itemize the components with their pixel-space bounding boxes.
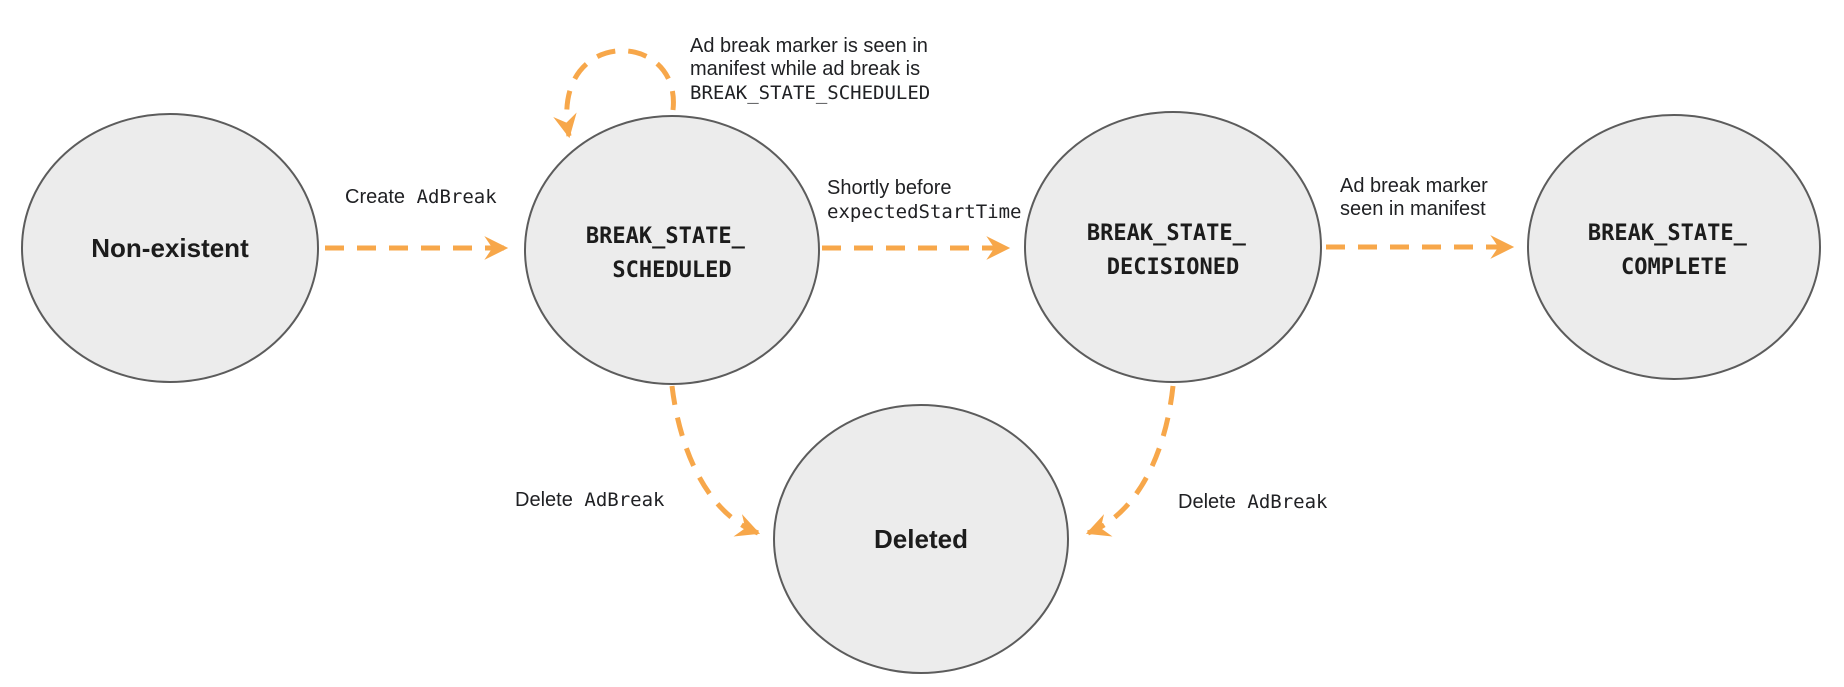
transition-complete-label-line1: Ad break marker [1340,175,1488,197]
state-label-complete: BREAK_STATE_ COMPLETE [1588,221,1760,280]
state-label-complete-line1: BREAK_STATE_ [1588,221,1748,246]
transition-delete-decisioned-label-text: Delete [1178,491,1236,513]
state-node-deleted [773,404,1069,674]
transition-delete-scheduled-label-text: Delete [515,489,573,511]
transition-delete-scheduled-label-code: AdBreak [584,489,665,511]
state-label-decisioned-line2: DECISIONED [1107,255,1239,280]
transition-complete-label-line2: seen in manifest [1340,198,1486,220]
state-label-non-existent: Non-existent [91,233,249,263]
transition-self-loop-label-line1: Ad break marker is seen in [690,35,928,57]
transition-delete-decisioned-label-code: AdBreak [1247,491,1328,513]
transition-decision-label-text: Shortly before [827,177,952,199]
state-label-deleted: Deleted [874,524,968,554]
transition-complete-label: Ad break marker seen in manifest [1340,175,1493,220]
state-label-decisioned: BREAK_STATE_ DECISIONED [1087,221,1259,280]
transition-decision-label-code: expectedStartTime [827,201,1021,223]
state-label-scheduled: BREAK_STATE_ SCHEDULED [586,224,758,283]
transition-delete-scheduled-label: Delete AdBreak [515,489,665,511]
transition-self-loop-label-line2: manifest while ad break is [690,58,920,80]
transition-self-loop-label: Ad break marker is seen in manifest whil… [690,35,933,104]
transition-self-loop-arrow [553,48,676,139]
state-label-complete-line2: COMPLETE [1621,255,1727,280]
transition-create-label-code: AdBreak [417,186,498,208]
transition-delete-decisioned-arrow [1085,385,1176,537]
state-node-decisioned [1024,111,1322,383]
transition-self-loop-label-line3: BREAK_STATE_SCHEDULED [690,82,930,104]
state-node-non-existent [21,113,319,383]
state-label-decisioned-line1: BREAK_STATE_ [1087,221,1247,246]
transition-create-label-text: Create [345,186,405,208]
state-node-complete [1527,114,1821,380]
state-label-scheduled-line1: BREAK_STATE_ [586,224,746,249]
transition-create-label: Create AdBreak [345,186,497,208]
state-label-scheduled-line2: SCHEDULED [612,258,731,283]
state-node-scheduled [524,115,820,385]
transition-delete-scheduled-arrow [669,385,761,537]
transition-delete-decisioned-label: Delete AdBreak [1178,491,1328,513]
transition-decision-label: Shortly before expectedStartTime [827,177,1021,223]
